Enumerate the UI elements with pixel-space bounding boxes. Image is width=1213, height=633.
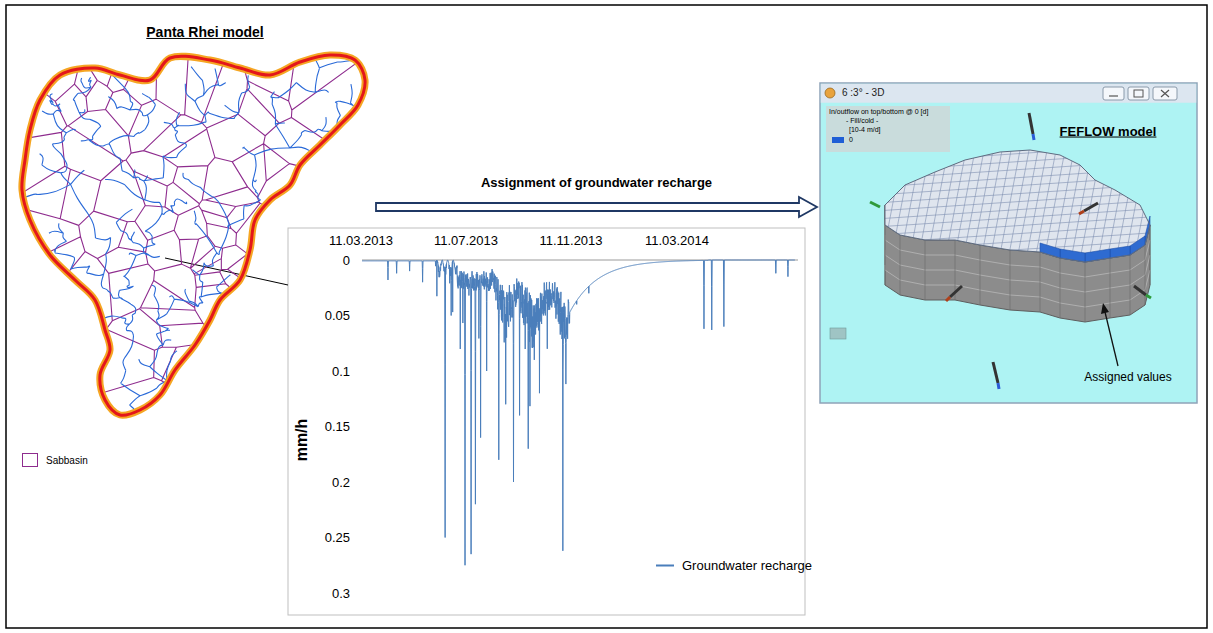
slab-top — [885, 150, 1150, 262]
slab-edge — [1010, 250, 1011, 310]
catchment-outline-halo — [22, 55, 365, 415]
marker-tip — [1033, 134, 1034, 140]
marker — [1084, 203, 1098, 211]
axis-tick: 0.25 — [325, 531, 350, 546]
slab-edge — [1040, 252, 1041, 312]
slab-edge — [1060, 258, 1061, 318]
window-legend-text: [10-4 m/d] — [849, 126, 881, 134]
button-glyph — [1134, 90, 1143, 97]
window-legend-text: - Fill/cold - — [846, 117, 878, 125]
recharge-series — [362, 260, 795, 565]
axis-date: 11.07.2013 — [434, 234, 498, 249]
window-legend-box — [826, 106, 950, 152]
slab-edge — [980, 245, 981, 305]
window-title: 6 :3° - 3D — [842, 87, 884, 99]
marker-tip — [946, 297, 950, 301]
model-heading: Panta Rhei model — [146, 24, 263, 40]
axis-tick: 0.3 — [332, 587, 350, 602]
frame — [6, 5, 1207, 628]
title-bar — [821, 84, 1197, 103]
axis-tick: 0.1 — [332, 365, 350, 380]
marker-tip — [998, 383, 999, 389]
block-arrow — [376, 197, 817, 217]
app-icon — [825, 88, 835, 98]
model-region: Panta Rhei model — [18, 18, 373, 418]
window-legend-text: In/outflow on top/bottom @ 0 [d] — [829, 108, 928, 116]
callout-leader — [1105, 312, 1118, 366]
axis-title: mm/h — [293, 419, 311, 462]
window-legend-text: 0 — [849, 136, 853, 144]
marker-tip — [1146, 295, 1151, 298]
window-button — [1128, 87, 1149, 100]
assigned-cells — [1040, 243, 1060, 258]
legend-item: Sabbasin — [22, 453, 88, 467]
model-heading: FEFLOW model — [1060, 125, 1157, 140]
axis-date: 11.11.2013 — [539, 234, 602, 249]
orientation-icon — [830, 328, 846, 339]
subbasin-boundaries — [10, 40, 380, 430]
axis-markers — [870, 113, 1151, 389]
marker — [870, 202, 880, 207]
legend-item: Groundwater recharge — [656, 558, 812, 573]
axis-tick: 0.15 — [325, 420, 350, 435]
chart-panel — [288, 228, 805, 615]
slab-edge — [1150, 225, 1151, 285]
slab-mesh — [835, 120, 1175, 284]
legend-swatch — [22, 453, 38, 467]
legend-text: Sabbasin — [46, 455, 88, 466]
axis-tick: 0 — [343, 254, 350, 269]
slab-edge — [900, 235, 901, 295]
mesh-lines — [835, 120, 1175, 284]
button-glyph — [1109, 95, 1118, 96]
marker — [993, 362, 998, 383]
window-background — [820, 83, 1197, 403]
slab-top-outline — [885, 150, 1150, 262]
edge-label: Assignment of groundwater recharge — [478, 176, 715, 191]
axis-tick: 0.2 — [332, 476, 350, 491]
catchment-outline — [22, 55, 365, 415]
model-slab — [835, 120, 1175, 322]
leader-line — [165, 258, 288, 285]
marker — [950, 286, 962, 297]
river-network — [26, 60, 354, 412]
axis-tick: 0.05 — [325, 309, 350, 324]
marker-tip — [1079, 211, 1084, 214]
axis-date: 11.03.2013 — [329, 234, 393, 249]
marker — [1134, 286, 1146, 295]
callout-label: Assigned values — [1084, 371, 1171, 385]
callout-arrowhead — [1101, 303, 1109, 314]
button-glyph — [1161, 90, 1169, 97]
legend-swatch — [656, 564, 674, 566]
assigned-cells — [1130, 236, 1145, 255]
window-button — [1153, 87, 1177, 100]
slab-edge — [1130, 255, 1131, 315]
marker — [1029, 113, 1033, 134]
slab-edge — [1110, 258, 1111, 318]
catchment-map — [10, 40, 380, 430]
axis-date: 11.03.2014 — [645, 234, 709, 249]
slab-edge — [1085, 262, 1086, 322]
slab-edge — [925, 240, 926, 300]
window-legend-swatch — [832, 137, 844, 143]
legend-text: Groundwater recharge — [682, 558, 812, 573]
window-button — [1103, 87, 1124, 100]
